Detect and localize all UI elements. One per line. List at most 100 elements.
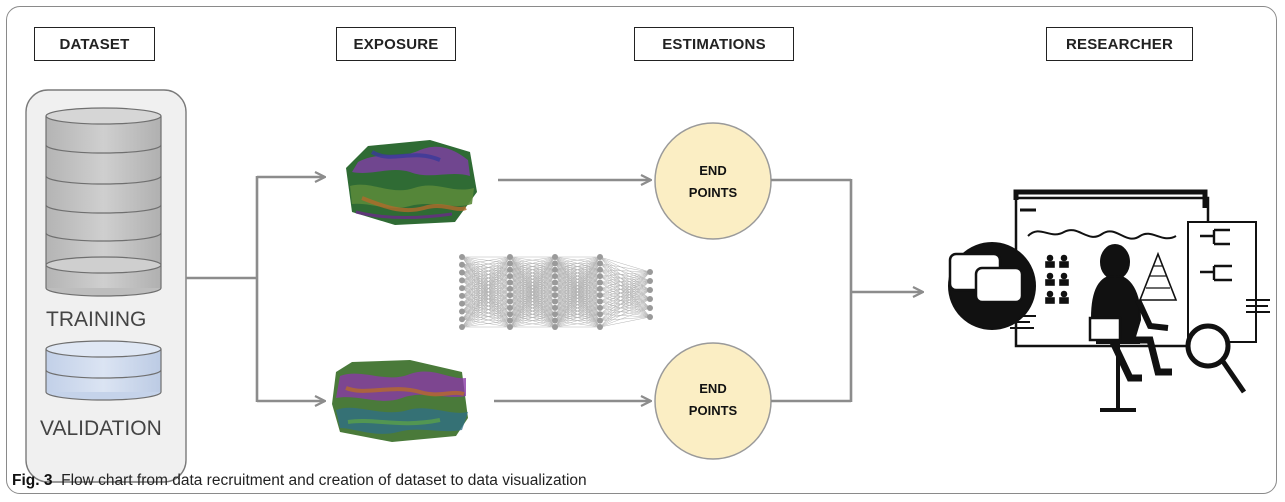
nn-connection — [461, 294, 511, 328]
nn-node — [647, 305, 653, 311]
caption-text: Flow chart from data recruitment and cre… — [61, 472, 587, 489]
nn-connection — [461, 256, 511, 304]
training-database-icon — [45, 107, 162, 297]
nn-connection — [461, 301, 511, 328]
nn-connection — [509, 256, 556, 290]
nn-connection — [599, 289, 651, 309]
nn-node — [597, 254, 603, 260]
nn-connection — [509, 301, 556, 328]
nn-connection — [509, 307, 556, 328]
nn-connection — [554, 256, 601, 283]
nn-node — [552, 279, 558, 286]
nn-connection — [461, 275, 511, 320]
nn-connection — [599, 280, 651, 302]
nn-connection — [554, 256, 601, 328]
nn-connection — [599, 271, 651, 315]
nn-node — [459, 285, 465, 292]
nn-connection — [599, 289, 651, 302]
nn-node — [597, 324, 603, 330]
nn-connection — [461, 282, 511, 304]
nn-node — [507, 279, 513, 286]
nn-connection — [509, 256, 556, 264]
nn-node — [552, 254, 558, 260]
nn-connection — [509, 263, 556, 328]
nn-connection — [599, 288, 651, 300]
nn-connection — [599, 269, 651, 273]
nn-connection — [599, 288, 651, 309]
nn-connection — [461, 282, 511, 320]
nn-connection — [509, 256, 556, 309]
nn-connection — [599, 289, 651, 321]
nn-node — [459, 261, 465, 268]
nn-connection — [554, 256, 601, 277]
nn-connection — [554, 301, 601, 328]
nn-connection — [599, 271, 651, 283]
nn-node — [552, 273, 558, 280]
nn-connection — [554, 288, 601, 328]
figure-frame — [6, 6, 1277, 494]
nn-connection — [509, 256, 556, 302]
endpoint-merge-arrows — [771, 178, 922, 403]
nn-connection — [509, 256, 556, 277]
nn-connection — [599, 307, 651, 318]
nn-connection — [509, 320, 556, 328]
nn-node — [507, 298, 513, 305]
nn-connection — [461, 256, 511, 297]
exposure-top-image — [346, 140, 477, 225]
exposure-bottom-image — [332, 360, 468, 442]
nn-connection — [509, 269, 556, 328]
nn-connection — [461, 256, 511, 266]
nn-node — [597, 260, 603, 267]
nn-connection — [509, 314, 556, 328]
nn-connection — [599, 271, 651, 277]
nn-node — [552, 298, 558, 305]
nn-connection — [599, 280, 651, 309]
nn-connection — [599, 301, 651, 318]
nn-node — [597, 298, 603, 305]
nn-connection — [599, 288, 651, 291]
nn-connection — [509, 256, 556, 296]
neural-network-icon — [459, 254, 653, 330]
endpoint-top — [654, 122, 772, 240]
nn-connection — [554, 294, 601, 328]
nn-node — [647, 296, 653, 302]
header-exposure: EXPOSURE — [336, 27, 456, 61]
validation-label: VALIDATION — [40, 417, 162, 440]
nn-connection — [599, 271, 651, 296]
nn-connection — [461, 263, 511, 320]
nn-node — [647, 314, 653, 320]
nn-node — [647, 287, 653, 293]
nn-connection — [599, 271, 651, 290]
nn-node — [552, 292, 558, 299]
nn-connection — [599, 280, 651, 296]
nn-connection — [554, 256, 601, 296]
nn-connection — [554, 263, 601, 328]
nn-connection — [461, 256, 511, 328]
nn-connection — [554, 256, 601, 264]
nn-connection — [554, 256, 601, 290]
nn-connection — [599, 301, 651, 309]
nn-node — [459, 300, 465, 307]
nn-node — [507, 304, 513, 311]
nn-node — [552, 317, 558, 324]
training-label: TRAINING — [46, 308, 146, 331]
nn-connection — [599, 294, 651, 318]
nn-connection — [461, 288, 511, 312]
nn-node — [507, 324, 513, 330]
nn-connection — [509, 282, 556, 328]
nn-connection — [599, 294, 651, 309]
endpoint-bottom — [654, 342, 772, 460]
nn-connection — [599, 298, 651, 302]
nn-connection — [599, 256, 651, 273]
nn-connection — [461, 288, 511, 320]
nn-connection — [461, 269, 511, 304]
nn-connection — [461, 269, 511, 328]
nn-node — [507, 292, 513, 299]
nn-connection — [554, 256, 601, 321]
nn-node — [597, 292, 603, 299]
nn-connection — [599, 271, 651, 328]
nn-connection — [599, 288, 651, 318]
header-dataset: DATASET — [34, 27, 155, 61]
nn-node — [507, 311, 513, 318]
endpoint-bottom-line1: END — [699, 381, 726, 396]
